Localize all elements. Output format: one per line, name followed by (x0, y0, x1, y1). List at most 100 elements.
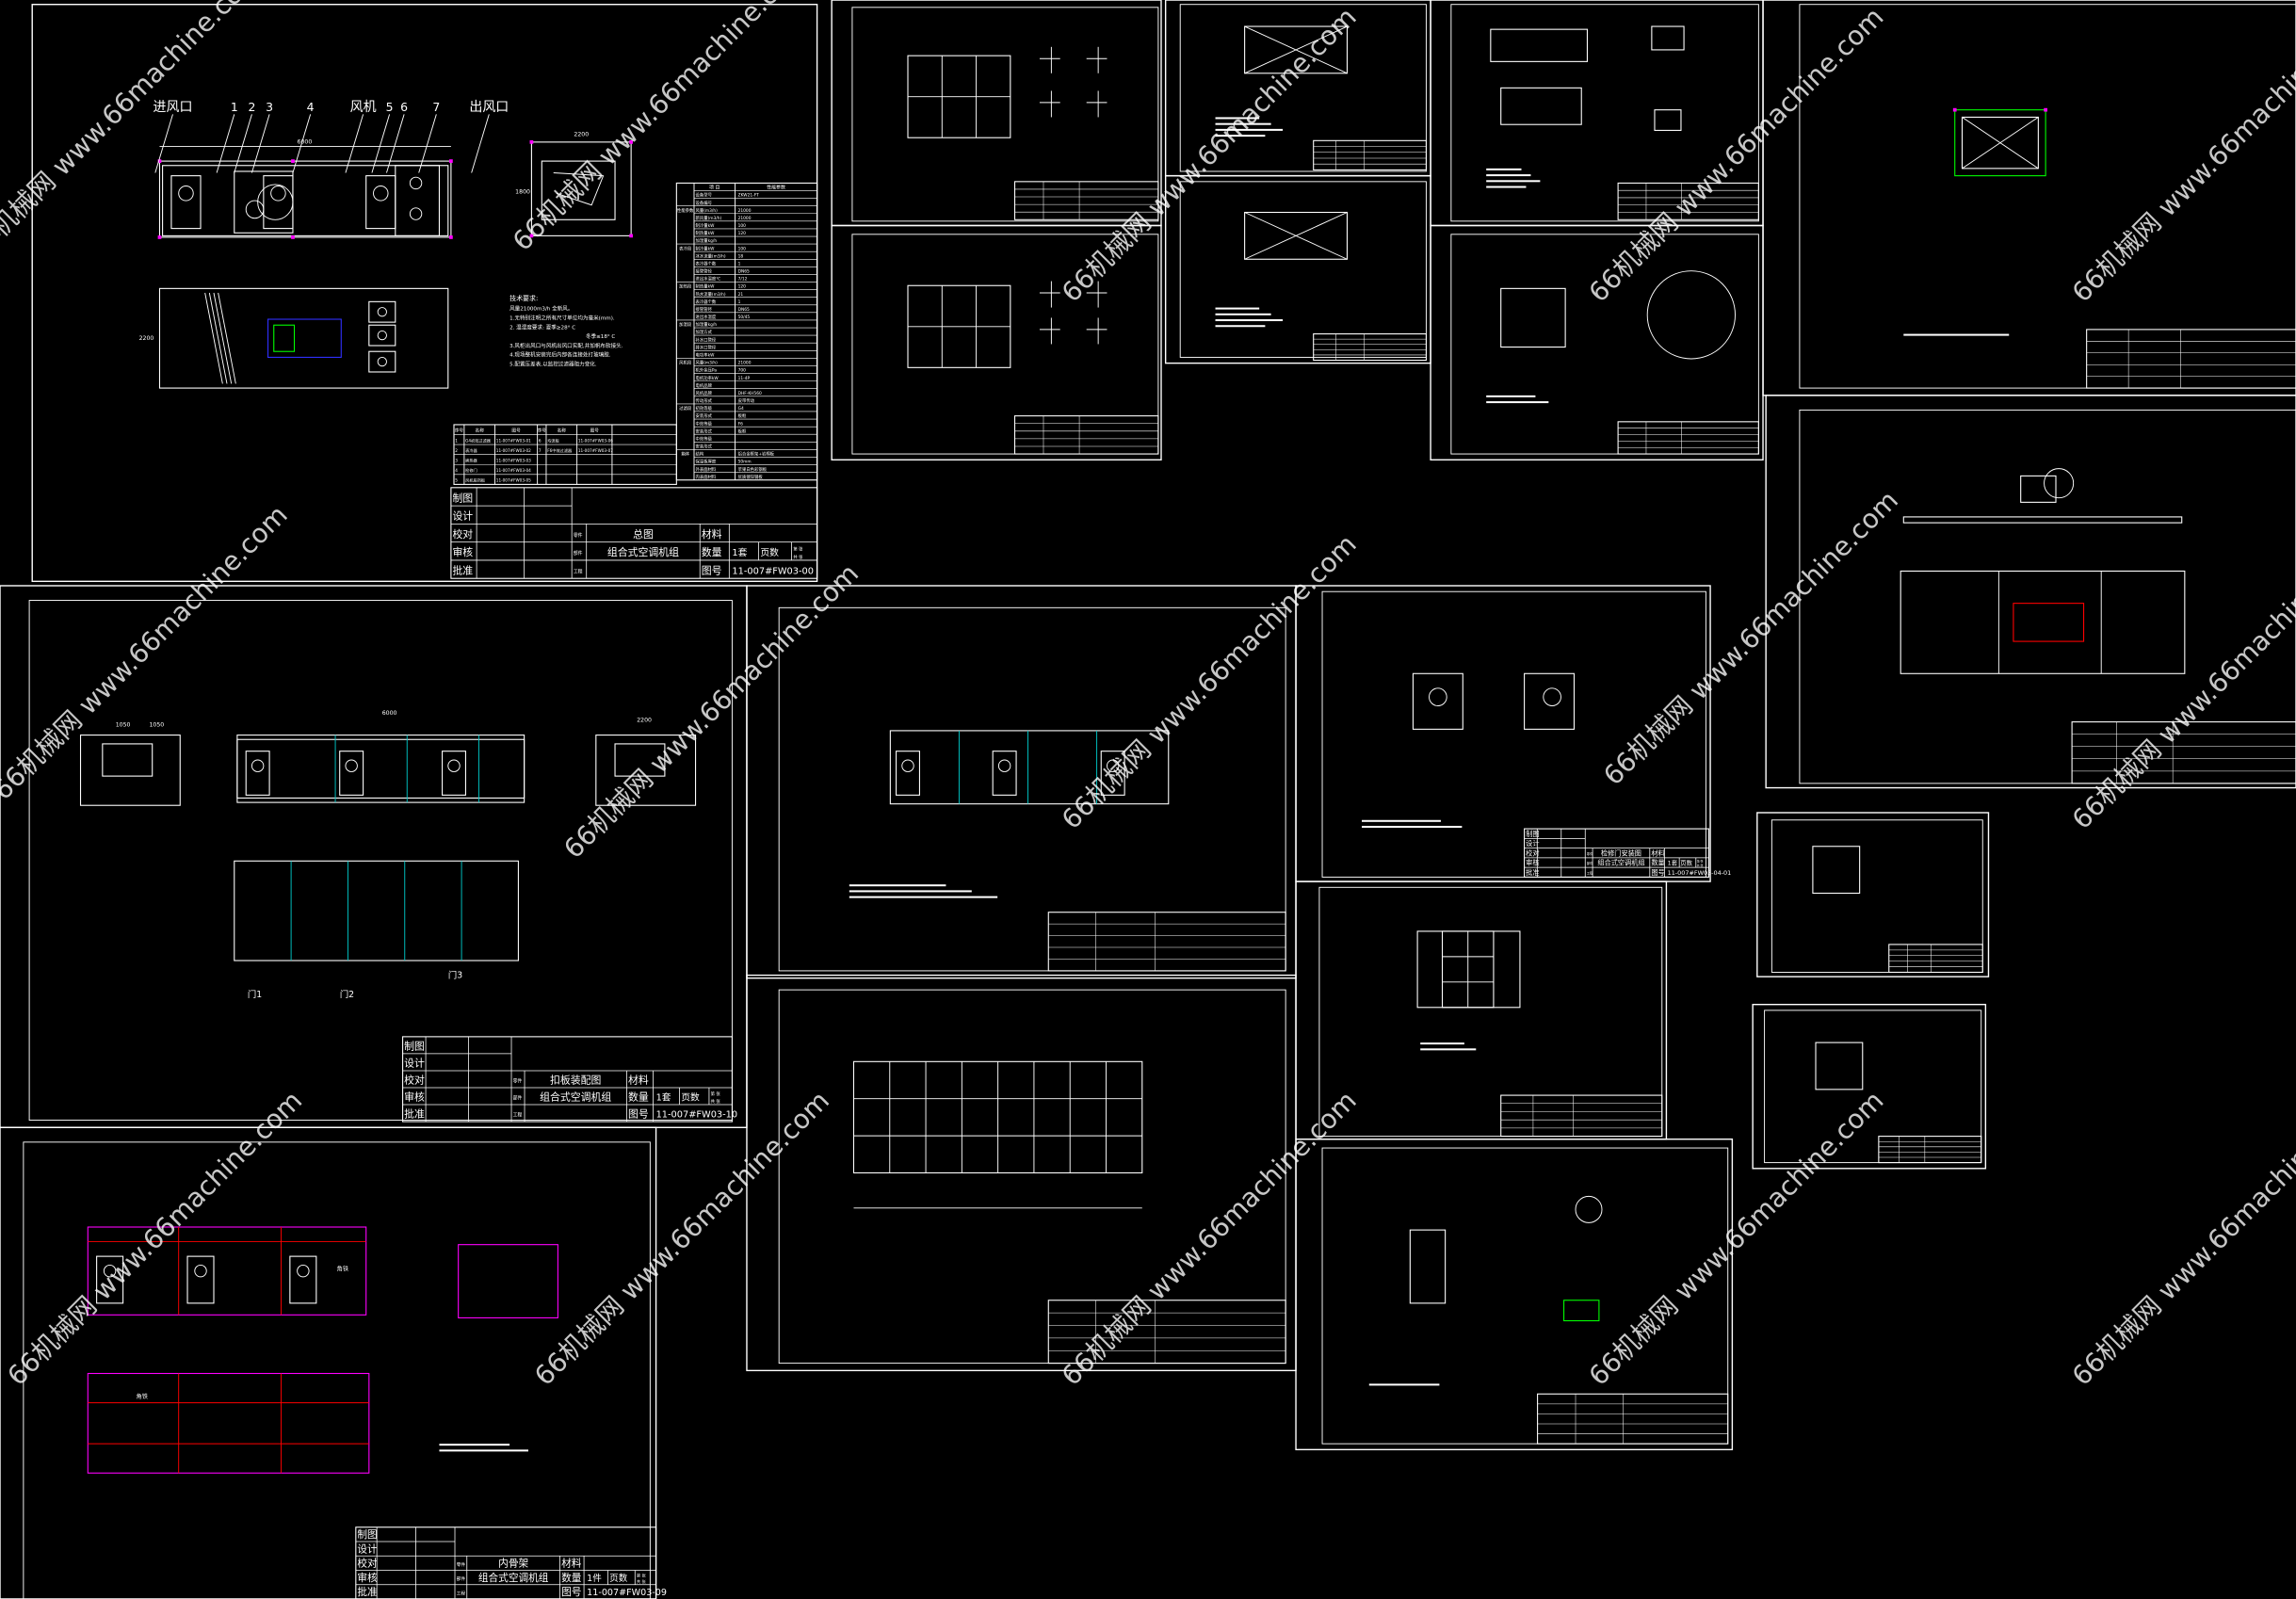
outline (541, 160, 616, 220)
product-name: 组合式空调机组 (1597, 859, 1644, 867)
drawing-number: 11-007#FW03-09 (587, 1588, 667, 1598)
text-placeholder (439, 1444, 510, 1446)
watermark: 66机械网 www.66machine.com (2066, 1085, 2296, 1392)
small-title-block (2071, 721, 2296, 784)
leader-line (216, 114, 235, 173)
tech-note-line: 1.无特别注明之所有尺寸单位均为毫米(mm). (509, 314, 615, 321)
param-item: 接管管径 (696, 306, 713, 313)
tb-label: 设计 (404, 1057, 425, 1069)
parts-header: 名称 (476, 428, 485, 434)
text-placeholder (1215, 325, 1266, 328)
outline (1412, 672, 1463, 730)
small-title-block (1313, 139, 1427, 170)
parts-cell: G4初效过滤器 (465, 437, 492, 444)
grip-point (157, 159, 162, 163)
parts-cell: 3 (455, 458, 458, 462)
filter-line (204, 292, 223, 384)
param-value: DHF-KH560 (738, 391, 762, 396)
text-placeholder (1215, 319, 1284, 322)
sheet-frame (851, 234, 1159, 455)
drawing-name: 总图 (633, 527, 654, 541)
line (1244, 25, 1348, 74)
filter-line (213, 292, 233, 384)
circle (251, 759, 265, 772)
outline (595, 735, 697, 806)
parts-cell: 表冷器 (465, 447, 477, 454)
watermark: 66机械网 www.66machine.com (0, 0, 267, 267)
circle (997, 759, 1011, 772)
parts-cell: F6中效过滤器 (547, 447, 573, 454)
text-placeholder (849, 896, 998, 898)
text-placeholder (1903, 333, 2010, 336)
leader-line (371, 114, 391, 173)
parts-cell: 检修门 (465, 467, 477, 474)
text-placeholder (1420, 1042, 1464, 1045)
tb-label: 数量 (561, 1572, 582, 1584)
param-value: 11-4P (738, 376, 751, 381)
param-item: 加湿量kg/h (696, 321, 718, 328)
callout-label: 风机 (350, 100, 377, 115)
tb-label: 制图 (357, 1528, 377, 1541)
dimension-width: 2200 (574, 132, 589, 138)
text-placeholder (849, 884, 946, 887)
circle (447, 759, 461, 772)
callout-label: 5 (386, 100, 394, 114)
drawing-number: 11-007#FW03-00 (732, 566, 814, 576)
circle (1575, 1195, 1603, 1223)
tb-label: 页数 (681, 1091, 700, 1104)
outline (2020, 475, 2057, 503)
param-value: 100 (738, 246, 747, 251)
param-item: 制冷量kW (696, 222, 716, 229)
frame-elevation (87, 1226, 367, 1316)
sheet-frame (28, 600, 733, 1121)
param-value: F6 (738, 421, 743, 427)
param-item: 表冷器个数 (696, 299, 717, 305)
param-item: 制热量kW (696, 230, 716, 236)
outline (1100, 751, 1125, 796)
frame-label: 角铁 (337, 1266, 348, 1273)
circle (194, 1264, 207, 1278)
parts-cell: 6 (539, 438, 542, 443)
param-group: 表冷段 (679, 245, 692, 251)
drawing-sheet (1430, 224, 1764, 460)
param-group: 箱体 (681, 451, 689, 458)
drawing-name: 内骨架 (498, 1558, 528, 1570)
outline (1961, 116, 2039, 170)
outline (1416, 930, 1521, 1009)
watermark: 66机械网 www.66machine.com (1583, 1085, 1890, 1392)
line (1962, 117, 2039, 170)
param-item: 制冷量kW (696, 245, 716, 251)
outline (339, 751, 364, 796)
tb-label: 审核 (1526, 859, 1539, 867)
leader-line (345, 114, 364, 173)
sheet-frame (1179, 4, 1427, 172)
tb-small-label: 零件 (513, 1078, 523, 1085)
tech-note-line: 5.配置压差表,以监控过滤器阻力变化. (509, 360, 597, 367)
tb-small-label: 第 张 (711, 1090, 721, 1097)
sheet-frame (1321, 1147, 1729, 1445)
watermark: 66机械网 www.66machine.com (1597, 485, 1904, 792)
tb-label: 材料 (702, 527, 722, 541)
sheet-frame (1450, 234, 1759, 455)
param-value: 优质镀锌钢板 (738, 474, 764, 480)
dimension-height: 1800 (515, 188, 530, 195)
tech-note-line: 3.风柜出风口与风机出风口实配,并加帆布软接头. (509, 342, 623, 349)
small-title-block (1888, 944, 1983, 974)
tb-label: 批准 (1526, 868, 1539, 877)
outline (1500, 87, 1582, 125)
param-item: 安装形式 (696, 444, 713, 450)
outline (1812, 846, 1861, 895)
tb-small-label: 部件 (1587, 861, 1593, 865)
param-value: 苹果白色彩钢板 (738, 466, 768, 473)
access-door (365, 175, 396, 230)
circle (345, 759, 358, 772)
sheet-frame (1450, 4, 1759, 222)
callout-label: 出风口 (469, 100, 509, 115)
tb-label: 审核 (404, 1090, 425, 1104)
product-name: 组合式空调机组 (540, 1090, 611, 1104)
tb-label: 校对 (404, 1073, 425, 1086)
tb-label: 审核 (452, 545, 473, 558)
tb-small-label: 共 张 (793, 554, 803, 560)
tb-label: 设计 (357, 1542, 378, 1555)
